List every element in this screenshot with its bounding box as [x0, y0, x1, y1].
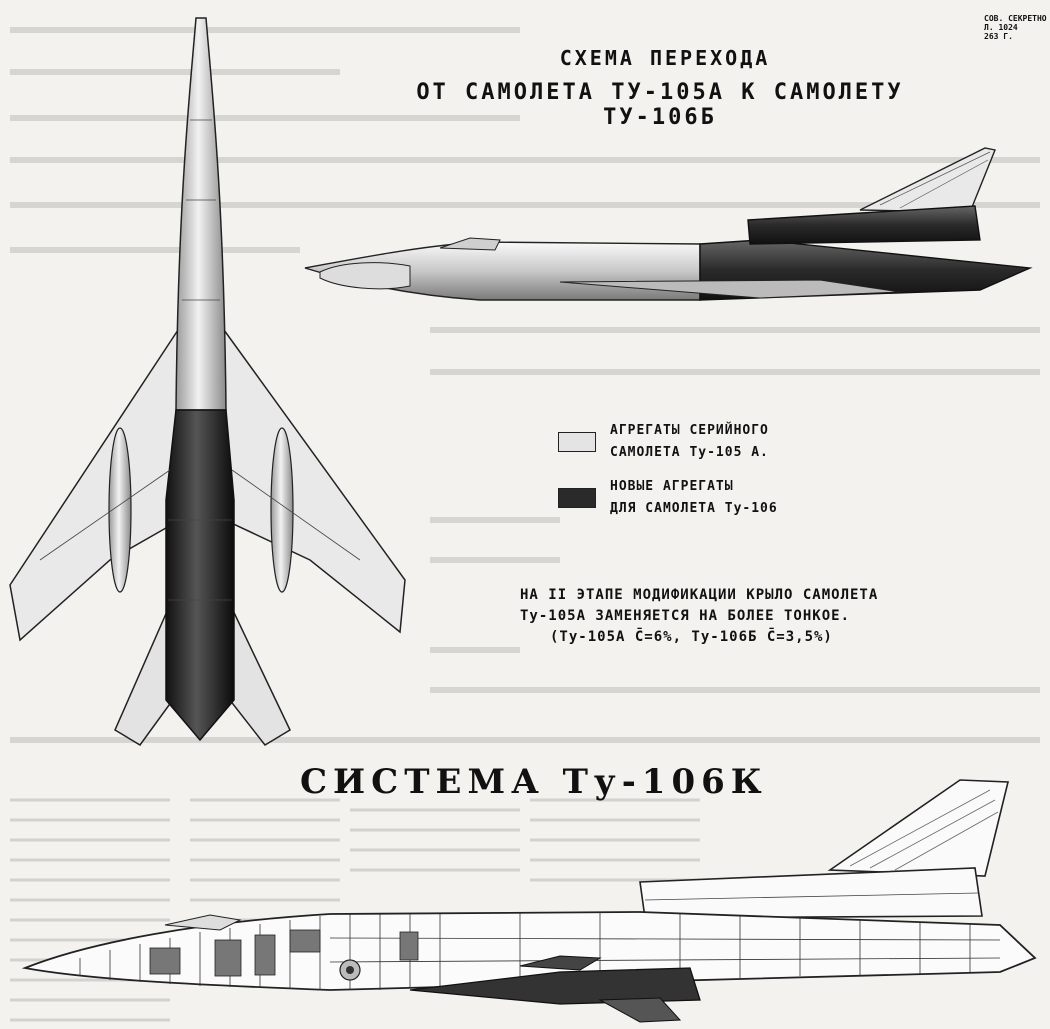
note-line1: НА II ЭТАПЕ МОДИФИКАЦИИ КРЫЛО САМОЛЕТА: [520, 587, 879, 603]
stamp-line: 263 Г.: [984, 32, 1013, 41]
note-line2: Ту-105А ЗАМЕНЯЕТСЯ НА БОЛЕЕ ТОНКОЕ.: [520, 608, 851, 624]
legend-serial-units: АГРЕГАТЫ СЕРИЙНОГО САМОЛЕТА Ту-105 А.: [558, 420, 769, 464]
note-line3: (Ту-105А C̄=6%, Ту-106Б C̄=3,5%): [550, 629, 833, 645]
diagram-title-line2: ОТ САМОЛЕТА ТУ-105А К САМОЛЕТУ ТУ-106Б: [416, 80, 904, 130]
legend-swatch-light: [558, 432, 596, 452]
secrecy-stamp: СОВ. СЕКРЕТНО Л. 1024 263 Г.: [984, 14, 1047, 41]
stamp-line: СОВ. СЕКРЕТНО: [984, 14, 1047, 23]
legend-swatch-dark: [558, 488, 596, 508]
legend-serial-line1: АГРЕГАТЫ СЕРИЙНОГО: [610, 423, 769, 438]
diagram-title-line1: СХЕМА ПЕРЕХОДА: [559, 46, 771, 70]
modification-note: НА II ЭТАПЕ МОДИФИКАЦИИ КРЫЛО САМОЛЕТА Т…: [520, 585, 990, 648]
legend-new-units: НОВЫЕ АГРЕГАТЫ ДЛЯ САМОЛЕТА Ту-106: [558, 476, 778, 520]
system-title: СИСТЕМА Ту-106К: [300, 762, 768, 802]
legend-new-line1: НОВЫЕ АГРЕГАТЫ: [610, 479, 734, 494]
legend-new-line2: ДЛЯ САМОЛЕТА Ту-106: [610, 501, 778, 516]
stamp-line: Л. 1024: [984, 23, 1018, 32]
legend-serial-line2: САМОЛЕТА Ту-105 А.: [610, 445, 769, 460]
